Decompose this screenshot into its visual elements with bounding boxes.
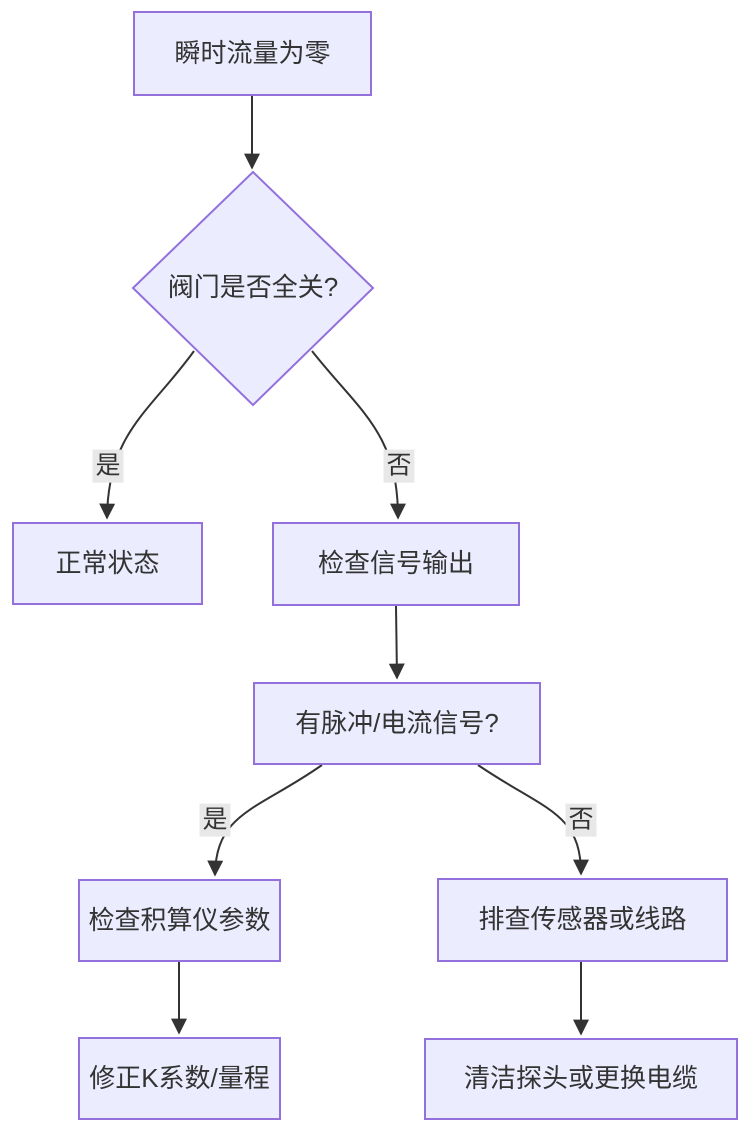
node-pulse-current-signal: 有脉冲/电流信号? bbox=[253, 682, 541, 765]
node-label: 修正K系数/量程 bbox=[89, 1062, 270, 1093]
edge-label-yes-valve: 是 bbox=[92, 449, 124, 483]
decision-diamond-shape bbox=[131, 170, 375, 407]
node-normal-state: 正常状态 bbox=[12, 522, 203, 605]
node-check-sensor-or-wiring: 排查传感器或线路 bbox=[437, 878, 728, 962]
node-instant-flow-zero: 瞬时流量为零 bbox=[133, 11, 372, 96]
edge-d-e-arrow bbox=[388, 605, 405, 680]
node-label: 有脉冲/电流信号? bbox=[295, 707, 499, 738]
edge-b-d-arrow bbox=[311, 350, 406, 520]
edge-label-no-valve: 否 bbox=[383, 449, 415, 483]
edge-b-c-arrow bbox=[99, 350, 195, 520]
node-clean-probe-replace-cable: 清洁探头或更换电缆 bbox=[424, 1038, 738, 1120]
edge-label-yes-signal: 是 bbox=[199, 803, 231, 837]
node-label: 清洁探头或更换电缆 bbox=[463, 1063, 698, 1094]
node-label: 排查传感器或线路 bbox=[478, 904, 687, 935]
node-label: 检查积算仪参数 bbox=[88, 904, 271, 935]
node-check-totalizer-params: 检查积算仪参数 bbox=[78, 879, 281, 962]
decision-valve-fully-closed: 阀门是否全关? bbox=[133, 266, 373, 310]
node-label: 瞬时流量为零 bbox=[174, 37, 331, 68]
edge-e-f-arrow bbox=[207, 764, 323, 877]
edge-label-no-signal: 否 bbox=[565, 803, 597, 837]
node-label: 检查信号输出 bbox=[317, 548, 474, 579]
node-label: 正常状态 bbox=[55, 547, 160, 578]
edge-e-g-arrow bbox=[477, 764, 589, 876]
node-check-signal-output: 检查信号输出 bbox=[272, 522, 520, 606]
node-fix-k-factor-range: 修正K系数/量程 bbox=[78, 1037, 281, 1120]
node-label: 阀门是否全关? bbox=[167, 272, 339, 303]
